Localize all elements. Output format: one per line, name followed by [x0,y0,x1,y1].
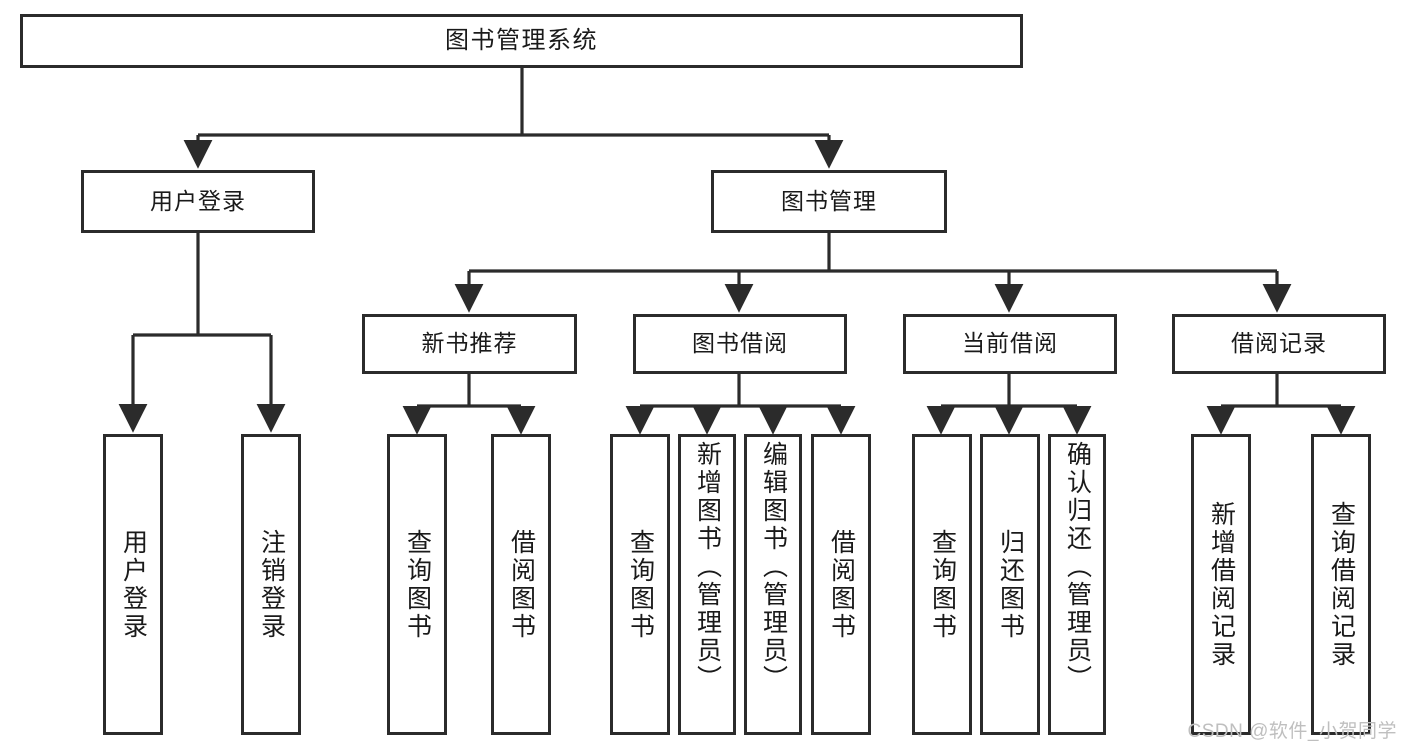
leaf-query-book-current[interactable]: 查询图书 [912,434,972,735]
node-book-borrow[interactable]: 图书借阅 [633,314,847,374]
node-label: 确认归还（管理员） [1063,441,1092,693]
node-label: 新增借阅记录 [1207,500,1236,669]
node-label: 新书推荐 [421,330,518,357]
node-label: 用户登录 [119,528,148,641]
node-label: 查询借阅记录 [1327,500,1356,669]
node-label: 图书管理系统 [445,26,598,54]
leaf-return-book[interactable]: 归还图书 [980,434,1040,735]
leaf-query-book-borrow[interactable]: 查询图书 [610,434,670,735]
leaf-query-borrow-record[interactable]: 查询借阅记录 [1311,434,1371,735]
leaf-add-book-admin[interactable]: 新增图书（管理员） [678,434,736,735]
node-label: 借阅图书 [507,528,536,641]
node-borrow-record[interactable]: 借阅记录 [1172,314,1386,374]
leaf-borrow-book-borrow[interactable]: 借阅图书 [811,434,871,735]
node-user-login[interactable]: 用户登录 [81,170,315,233]
node-label: 查询图书 [928,528,957,641]
node-book-management[interactable]: 图书管理 [711,170,947,233]
node-label: 借阅图书 [827,528,856,641]
node-root-system[interactable]: 图书管理系统 [20,14,1023,68]
leaf-logout[interactable]: 注销登录 [241,434,301,735]
node-label: 查询图书 [626,528,655,641]
node-label: 当前借阅 [962,330,1058,357]
leaf-confirm-return-admin[interactable]: 确认归还（管理员） [1048,434,1106,735]
node-label: 归还图书 [996,528,1025,641]
node-label: 借阅记录 [1231,330,1327,357]
node-label: 图书管理 [781,187,877,214]
node-new-book-recommend[interactable]: 新书推荐 [362,314,577,374]
node-label: 新增图书（管理员） [693,441,722,693]
node-label: 查询图书 [403,528,432,641]
watermark: CSDN @软件_小贺同学 [1187,721,1397,742]
leaf-user-login[interactable]: 用户登录 [103,434,163,735]
node-label: 注销登录 [257,528,286,641]
leaf-borrow-book-newbook[interactable]: 借阅图书 [491,434,551,735]
node-label: 图书借阅 [692,330,788,357]
leaf-edit-book-admin[interactable]: 编辑图书（管理员） [744,434,802,735]
node-current-borrow[interactable]: 当前借阅 [903,314,1117,374]
node-label: 编辑图书（管理员） [759,441,788,693]
leaf-query-book-newbook[interactable]: 查询图书 [387,434,447,735]
leaf-add-borrow-record[interactable]: 新增借阅记录 [1191,434,1251,735]
node-label: 用户登录 [150,187,246,214]
